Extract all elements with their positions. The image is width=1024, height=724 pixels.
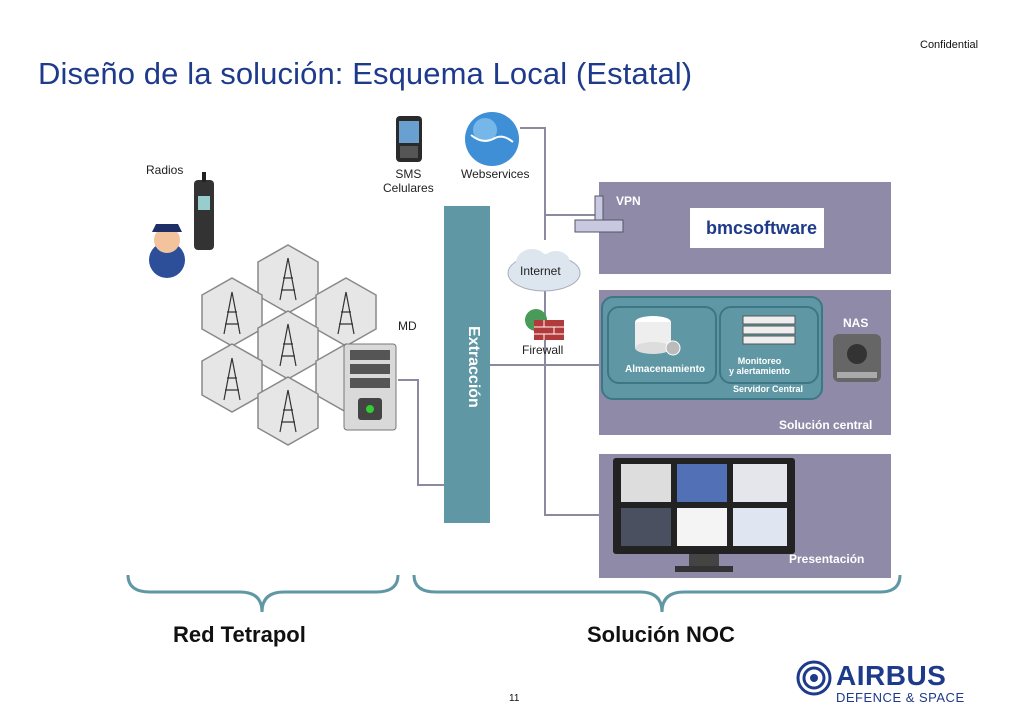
vpn-connector-icon [574,195,624,233]
server-icon [343,343,397,431]
bmc-logo: bmcsoftware [690,208,824,248]
phone-icon [396,116,422,162]
antenna-towers [223,257,355,433]
webservices-label: Webservices [461,167,530,181]
vpn-label: VPN [616,194,641,208]
cloud-icon [507,249,581,292]
brace-right [412,574,902,613]
globe-icon [465,112,519,166]
presentacion-panel: Presentación [599,454,891,578]
monitor-icon [613,458,795,572]
extraccion-label: Extracción [465,326,482,408]
vpn-panel: VPN bmcsoftware [599,182,891,274]
radios-label: Radios [146,163,184,177]
rack-server-icon [742,315,796,345]
almacenamiento-box: Almacenamiento [607,306,717,384]
line-webservices [520,127,546,232]
brace-left [126,574,400,613]
line-md-extraccion [398,379,444,486]
nas-icon [833,334,881,382]
firewall-label: Firewall [522,343,564,357]
bmc-logo-text: bmcsoftware [706,218,818,238]
airbus-logo-icon [796,660,832,696]
almacenamiento-label: Almacenamiento [625,364,706,375]
presentacion-label: Presentación [789,552,865,566]
monitoreo-box: Monitoreo y alertamiento [719,306,819,384]
airbus-logo-subtext: DEFENCE & SPACE [836,690,965,705]
solucion-noc-label: Solución NOC [587,622,735,647]
slide-title: Diseño de la solución: Esquema Local (Es… [38,56,693,91]
nas-label: NAS [843,316,869,330]
database-icon [635,316,681,356]
servidor-central-label: Servidor Central [733,384,804,394]
sms-label: SMS Celulares [383,167,434,195]
solucion-central-label: Solución central [779,418,873,432]
braces [126,574,902,613]
airbus-logo-text: AIRBUS [836,660,947,691]
red-tetrapol-label: Red Tetrapol [173,622,306,647]
page-number: 11 [509,693,520,704]
internet-label: Internet [520,264,561,278]
confidential-label: Confidential [920,39,979,51]
md-label: MD [398,319,417,333]
extraccion-bar: Extracción [444,206,490,523]
firewall-icon [525,309,564,340]
solucion-central-panel: Almacenamiento Monitoreo y alertamiento … [599,290,891,435]
monitoreo-label: Monitoreo y alertamiento [729,356,791,376]
police-radio-icon [149,172,214,278]
